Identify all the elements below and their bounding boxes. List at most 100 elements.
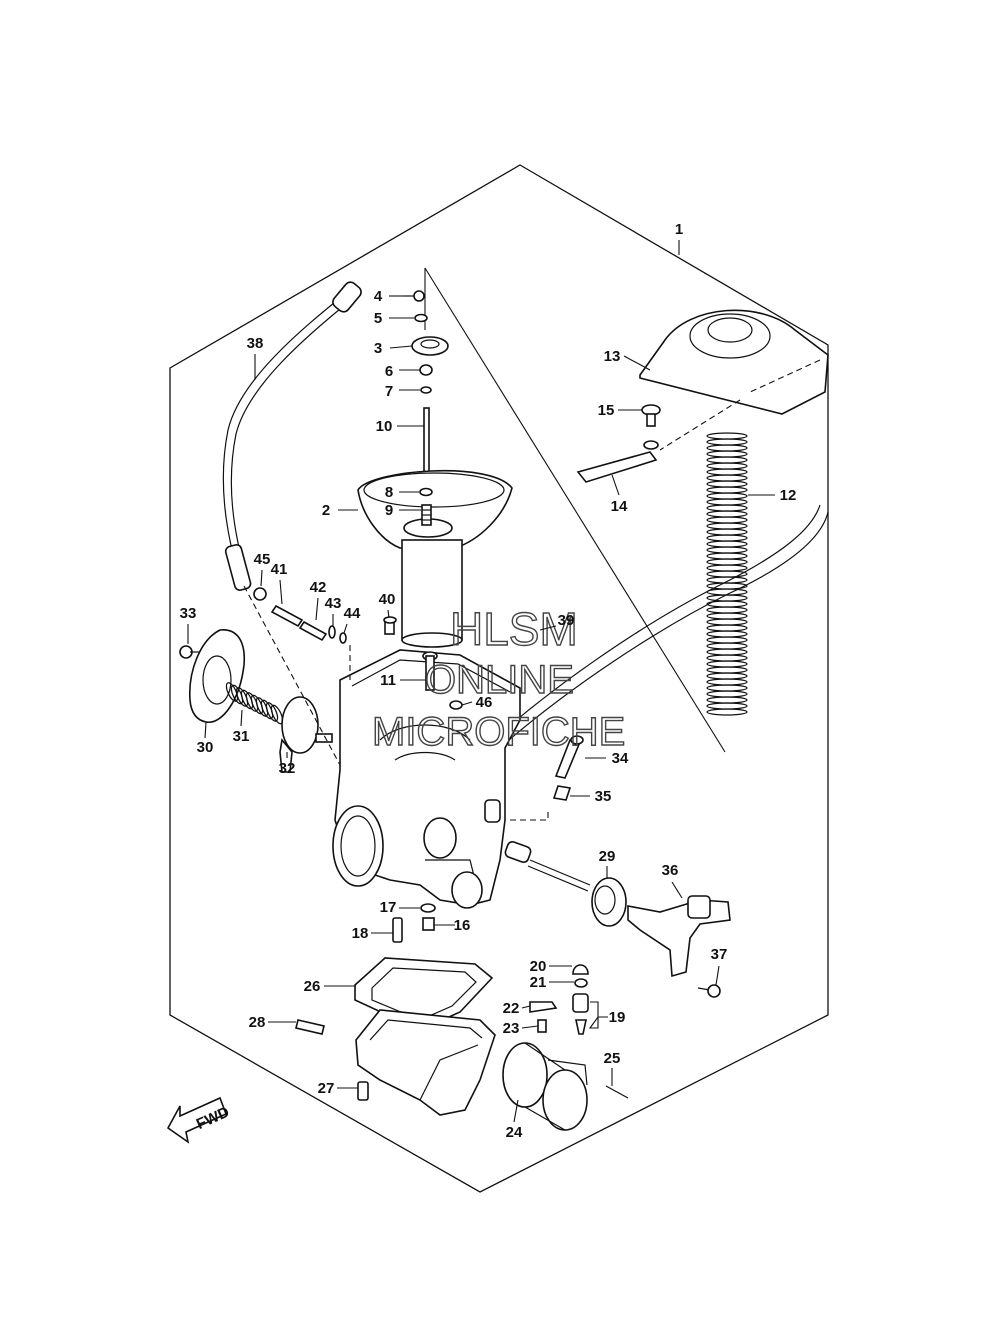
spring-coil <box>706 660 748 668</box>
jet-needle-10-part[interactable] <box>423 407 430 481</box>
clip-22-part[interactable] <box>529 1001 558 1013</box>
spring-coil <box>706 696 748 704</box>
watermark: HLSM ONLINE MICROFICHE <box>371 602 626 754</box>
callout-24: 24 <box>506 1124 523 1141</box>
watermark-line-2: ONLINE <box>425 658 574 702</box>
callout-12: 12 <box>780 487 797 504</box>
leader-line <box>279 579 283 605</box>
spring-9-part[interactable] <box>421 504 432 526</box>
callout-18: 18 <box>352 925 369 942</box>
spring-coil <box>706 552 748 560</box>
spring-31-part[interactable] <box>224 681 285 725</box>
screw-41-part[interactable] <box>270 604 304 628</box>
spring-coil <box>706 504 748 512</box>
screw-23-part[interactable] <box>537 1019 547 1033</box>
callout-38: 38 <box>247 335 264 352</box>
guide-line <box>510 808 549 821</box>
leader-line <box>204 721 207 739</box>
callout-46: 46 <box>476 694 493 711</box>
callout-16: 16 <box>454 917 471 934</box>
screw-27-part[interactable] <box>357 1081 369 1101</box>
assembly-outline <box>169 164 829 1193</box>
washer-43-part[interactable] <box>328 625 336 639</box>
spring-coil <box>706 450 748 458</box>
spring-coil <box>706 678 748 686</box>
spring-coil <box>706 684 748 692</box>
plate-3-part[interactable] <box>411 336 449 356</box>
spring-coil <box>706 462 748 470</box>
callout-20: 20 <box>530 958 547 975</box>
leader-line <box>521 1005 531 1009</box>
leader-line <box>513 1099 519 1123</box>
callout-30: 30 <box>197 739 214 756</box>
leader-line <box>315 597 319 621</box>
spring-coil <box>706 486 748 494</box>
cap-20-part[interactable] <box>572 964 589 975</box>
washer-7-part[interactable] <box>420 386 432 394</box>
nut-45-part[interactable] <box>253 587 267 601</box>
throttle-cable-part[interactable] <box>222 280 363 592</box>
leader-line <box>611 474 620 496</box>
callout-19: 19 <box>609 1009 626 1026</box>
spring-coil <box>706 432 748 440</box>
callout-15: 15 <box>598 402 615 419</box>
leader-line <box>715 965 720 986</box>
spring-coil <box>706 456 748 464</box>
starter-plunger-29-part[interactable] <box>504 840 627 927</box>
washer-5-part[interactable] <box>414 313 428 323</box>
float-chamber-part[interactable] <box>355 1009 496 1116</box>
spring-coil <box>706 648 748 656</box>
washer-17-part[interactable] <box>420 903 436 913</box>
spring-coil <box>706 606 748 614</box>
carburetor-body-1-part[interactable] <box>332 649 521 909</box>
top-cover-13-part[interactable] <box>639 309 829 415</box>
screw-15-part[interactable] <box>641 404 661 450</box>
spring-coil <box>706 708 748 716</box>
screw-4-part[interactable] <box>404 290 425 302</box>
callout-8: 8 <box>385 484 393 501</box>
spring-42-part[interactable] <box>298 620 328 642</box>
callout-36: 36 <box>662 862 679 879</box>
callout-21: 21 <box>530 974 547 991</box>
hose-39-part[interactable] <box>484 504 829 753</box>
pin-25-part[interactable] <box>605 1085 629 1099</box>
callout-44: 44 <box>344 605 361 622</box>
callout-17: 17 <box>380 899 397 916</box>
leader-line <box>240 709 243 727</box>
diaphragm-32-part[interactable] <box>279 696 333 773</box>
spring-coil <box>706 534 748 542</box>
o-ring-44-part[interactable] <box>339 632 347 644</box>
main-jet-16-part[interactable] <box>422 917 435 931</box>
spring-coil <box>706 564 748 572</box>
washer-8-part[interactable] <box>419 487 433 497</box>
spring-coil <box>706 642 748 650</box>
needle-valve-19-part[interactable] <box>572 993 589 1035</box>
spring-coil <box>706 666 748 674</box>
spring-coil <box>706 438 748 446</box>
callout-40: 40 <box>379 591 396 608</box>
callout-45: 45 <box>254 551 271 568</box>
callout-35: 35 <box>595 788 612 805</box>
callout-42: 42 <box>310 579 327 596</box>
bracket-36-part[interactable] <box>627 895 731 978</box>
washer-21-part[interactable] <box>574 978 588 988</box>
diaphragm-piston-2-part[interactable] <box>357 469 513 648</box>
spring-12-part[interactable] <box>706 432 748 716</box>
callout-2: 2 <box>322 502 330 519</box>
callout-6: 6 <box>385 363 393 380</box>
holder-plate-14-part[interactable] <box>576 451 658 483</box>
screw-34-part[interactable] <box>554 735 584 779</box>
screw-37-part[interactable] <box>697 984 721 998</box>
screw-28-part[interactable] <box>295 1019 325 1035</box>
spring-coil <box>706 522 748 530</box>
callout-34: 34 <box>612 750 629 767</box>
cover-30-part[interactable] <box>189 629 245 723</box>
jet-18-part[interactable] <box>392 917 403 943</box>
float-24-part[interactable] <box>502 1042 588 1131</box>
nut-6-part[interactable] <box>419 364 433 376</box>
spring-coil <box>706 612 748 620</box>
screw-40-part[interactable] <box>383 616 397 635</box>
spring-35-part[interactable] <box>552 785 572 801</box>
callout-41: 41 <box>271 561 288 578</box>
